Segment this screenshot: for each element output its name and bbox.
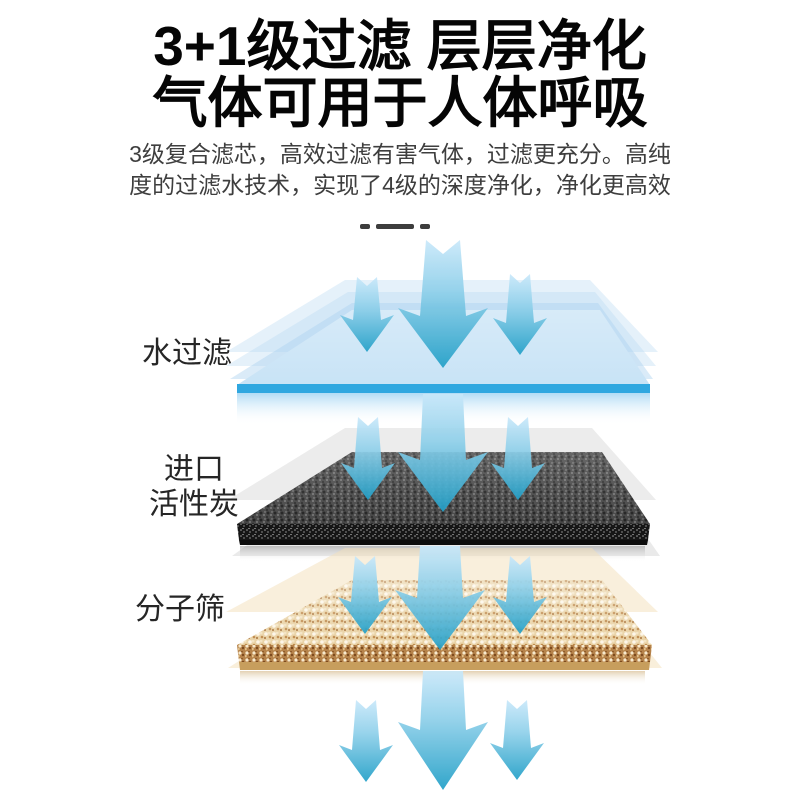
down-arrow-icon <box>338 556 392 634</box>
subtitle-line1: 3级复合滤芯，高效过滤有害气体，过滤更充分。高纯 <box>129 141 671 167</box>
headline-line2: 气体可用于人体呼吸 <box>152 72 648 134</box>
down-arrow-icon <box>341 417 395 500</box>
dash-short-right <box>420 223 430 229</box>
subtitle-line2: 度的过滤水技术，实现了4级的深度净化，净化更高效 <box>129 172 671 198</box>
flow-arrows-water-to-carbon <box>341 394 545 512</box>
dash-short-left <box>360 223 370 229</box>
dash-long <box>376 223 414 229</box>
down-arrow-icon <box>490 700 544 780</box>
page-title: 3+1级过滤 层层净化 气体可用于人体呼吸 <box>0 18 800 132</box>
layer-label-carbon-line1: 进口 <box>164 453 224 486</box>
dash-divider-icon <box>360 223 430 229</box>
down-arrow-icon <box>493 556 547 634</box>
down-arrow-icon <box>398 394 488 512</box>
subtitle-text: 3级复合滤芯，高效过滤有害气体，过滤更充分。高纯 度的过滤水技术，实现了4级的深… <box>0 139 800 201</box>
flow-arrows-bottom <box>339 671 544 790</box>
headline-line1: 3+1级过滤 层层净化 <box>153 15 647 77</box>
layer-label-activated-carbon: 进口 活性炭 <box>146 452 242 522</box>
down-arrow-icon <box>398 240 488 368</box>
layer-label-molecular-sieve: 分子筛 <box>135 593 225 626</box>
down-arrow-icon <box>340 277 394 352</box>
flow-arrows-top <box>340 240 547 368</box>
layer-label-water-filter: 水过滤 <box>142 337 232 370</box>
down-arrow-icon <box>395 546 485 650</box>
down-arrow-icon <box>398 671 488 790</box>
down-arrow-icon <box>491 417 545 500</box>
down-arrow-icon <box>339 700 393 782</box>
layer-label-carbon-line2: 活性炭 <box>149 488 239 521</box>
down-arrow-icon <box>493 274 547 355</box>
flow-arrows-carbon-to-sieve <box>338 546 547 650</box>
